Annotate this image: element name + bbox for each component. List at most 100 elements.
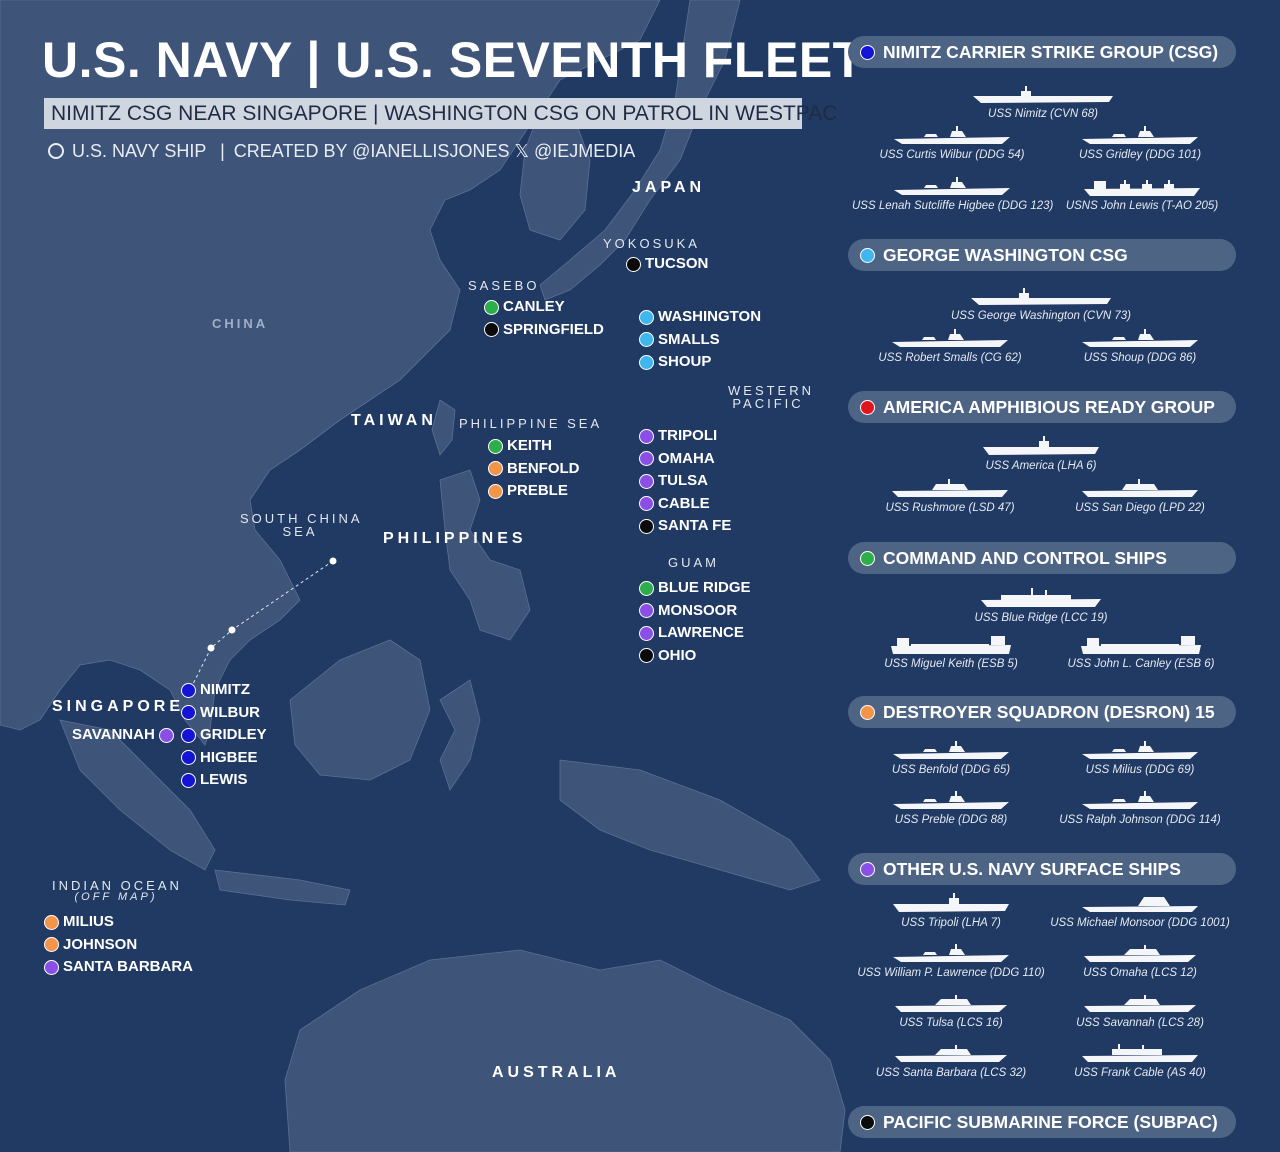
tender-icon — [1082, 1044, 1198, 1062]
region-sasebo: SASEBO — [468, 278, 540, 293]
ship-dot-icon — [181, 750, 196, 766]
vessel-card: USS Curtis Wilbur (DDG 54) — [852, 125, 1052, 162]
group-header: OTHER U.S. NAVY SURFACE SHIPS — [848, 853, 1236, 885]
ship-name: SPRINGFIELD — [503, 320, 604, 338]
map-ship-ohio: OHIO — [639, 645, 751, 668]
amphib-assault-icon — [983, 436, 1099, 455]
vessel-name: USS Savannah (LCS 28) — [1076, 1017, 1204, 1029]
map-ship-washington: WASHINGTON — [639, 306, 761, 329]
land-new-guinea — [559, 759, 821, 891]
ship-name: TULSA — [658, 472, 708, 489]
sea-base-icon — [1081, 636, 1201, 654]
destroyer-icon — [893, 741, 1009, 759]
page-subtitle: NIMITZ CSG NEAR SINGAPORE | WASHINGTON C… — [44, 98, 837, 129]
ship-name: JOHNSON — [63, 935, 138, 953]
region-south-china-sea-line2: SEA — [282, 524, 318, 539]
vessel-card: USS Santa Barbara (LCS 32) — [851, 1043, 1051, 1080]
ship-dot-icon — [181, 727, 196, 743]
vessel-card: USS Robert Smalls (CG 62) — [850, 328, 1050, 365]
vessel-name: USS Shoup (DDG 86) — [1083, 352, 1197, 364]
region-japan: JAPAN — [632, 179, 706, 196]
ship-name: BLUE RIDGE — [658, 579, 751, 596]
destroyer-icon — [1082, 126, 1198, 144]
carrier-icon — [971, 288, 1111, 305]
vessel-card: USS Gridley (DDG 101) — [1040, 125, 1240, 162]
ship-dot-icon — [626, 256, 641, 272]
ship-name: SANTA FE — [658, 517, 732, 534]
land-sumatra — [59, 719, 216, 871]
map-ship-smalls: SMALLS — [639, 329, 761, 352]
land-taiwan — [431, 399, 456, 456]
group-title: COMMAND AND CONTROL SHIPS — [883, 547, 1167, 568]
map-ship-preble: PREBLE — [488, 480, 580, 503]
vessel-name: USS Frank Cable (AS 40) — [1074, 1067, 1206, 1079]
ship-group-sasebo: CANLEY SPRINGFIELD — [484, 296, 604, 341]
group-dot-icon — [860, 399, 875, 415]
route-line — [189, 560, 334, 691]
ship-name: PREBLE — [507, 482, 568, 499]
map-ship-tucson: TUCSON — [626, 253, 708, 276]
destroyer-icon — [893, 791, 1009, 809]
destroyer-icon — [894, 126, 1010, 144]
vessel-name: USS Ralph Johnson (DDG 114) — [1059, 814, 1221, 826]
ship-dot-icon — [639, 496, 654, 512]
ship-name: KEITH — [507, 437, 552, 454]
vessel-name: USS Rushmore (LSD 47) — [885, 502, 1015, 514]
map-ship-milius: MILIUS — [44, 911, 193, 934]
map-ship-lewis: LEWIS — [181, 769, 267, 792]
land-asia-mainland — [0, 0, 661, 746]
ship-name: MONSOOR — [658, 601, 738, 619]
vessel-name: USS Benfold (DDG 65) — [891, 764, 1011, 776]
land-borneo — [289, 639, 431, 781]
map-ship-blue-ridge: BLUE RIDGE — [639, 577, 751, 600]
group-header: DESTROYER SQUADRON (DESRON) 15 — [848, 696, 1236, 728]
region-indian-ocean: INDIAN OCEAN — [52, 878, 182, 893]
vessel-card: USS Michael Monsoor (DDG 1001) — [1040, 893, 1240, 930]
region-south-china-sea-line1: SOUTH CHINA — [240, 511, 363, 526]
group-title: PACIFIC SUBMARINE FORCE (SUBPAC) — [883, 1111, 1218, 1132]
map-ship-monsoor: MONSOOR — [639, 600, 751, 623]
map-ship-santa-fe: SANTA FE — [639, 515, 731, 538]
vessel-card: USS Omaha (LCS 12) — [1040, 943, 1240, 980]
map-ship-omaha: OMAHA — [639, 448, 731, 471]
vessel-name: USS Lenah Sutcliffe Higbee (DDG 123) — [852, 200, 1054, 212]
ship-name: SMALLS — [658, 330, 720, 348]
group-title: OTHER U.S. NAVY SURFACE SHIPS — [883, 858, 1181, 879]
ship-dot-icon — [158, 727, 174, 743]
group-header: COMMAND AND CONTROL SHIPS — [848, 542, 1236, 574]
group-dot-icon — [860, 1114, 875, 1130]
ship-name: SAVANNAH — [72, 726, 155, 743]
land-sulawesi — [439, 679, 481, 791]
littoral-combat-icon — [895, 1045, 1007, 1062]
group-header: PACIFIC SUBMARINE FORCE (SUBPAC) — [848, 1106, 1236, 1138]
destroyer-icon — [1082, 741, 1198, 759]
ship-dot-icon — [488, 461, 503, 477]
region-china: CHINA — [212, 316, 269, 331]
ship-name: MILIUS — [63, 913, 114, 930]
destroyer-icon — [1082, 329, 1198, 347]
ship-name: CANLEY — [503, 298, 565, 315]
ship-group-yokosuka: TUCSON — [626, 253, 708, 276]
vessel-card: USS Preble (DDG 88) — [851, 790, 1051, 827]
map-ship-cable: CABLE — [639, 493, 731, 516]
vessel-card: USS Blue Ridge (LCC 19) — [941, 586, 1141, 625]
ship-name: GRIDLEY — [200, 726, 267, 743]
region-yokosuka: YOKOSUKA — [603, 236, 700, 251]
region-singapore: SINGAPORE — [52, 698, 185, 715]
region-western-pacific-line2: PACIFIC — [732, 396, 804, 411]
ship-dot-icon — [639, 451, 654, 467]
vessel-card: USS Rushmore (LSD 47) — [850, 478, 1050, 515]
map-ship-savannah: SAVANNAH — [72, 724, 174, 747]
destroyer-icon — [894, 177, 1010, 195]
vessel-card: USS Tulsa (LCS 16) — [851, 993, 1051, 1030]
vessel-card: USS Tripoli (LHA 7) — [851, 893, 1051, 930]
vessel-name: USS Milius (DDG 69) — [1085, 764, 1195, 776]
carrier-icon — [973, 86, 1113, 103]
separator: | — [220, 141, 225, 161]
map-ship-santa-barbara: SANTA BARBARA — [44, 956, 193, 979]
vessel-card: USS Savannah (LCS 28) — [1040, 993, 1240, 1030]
